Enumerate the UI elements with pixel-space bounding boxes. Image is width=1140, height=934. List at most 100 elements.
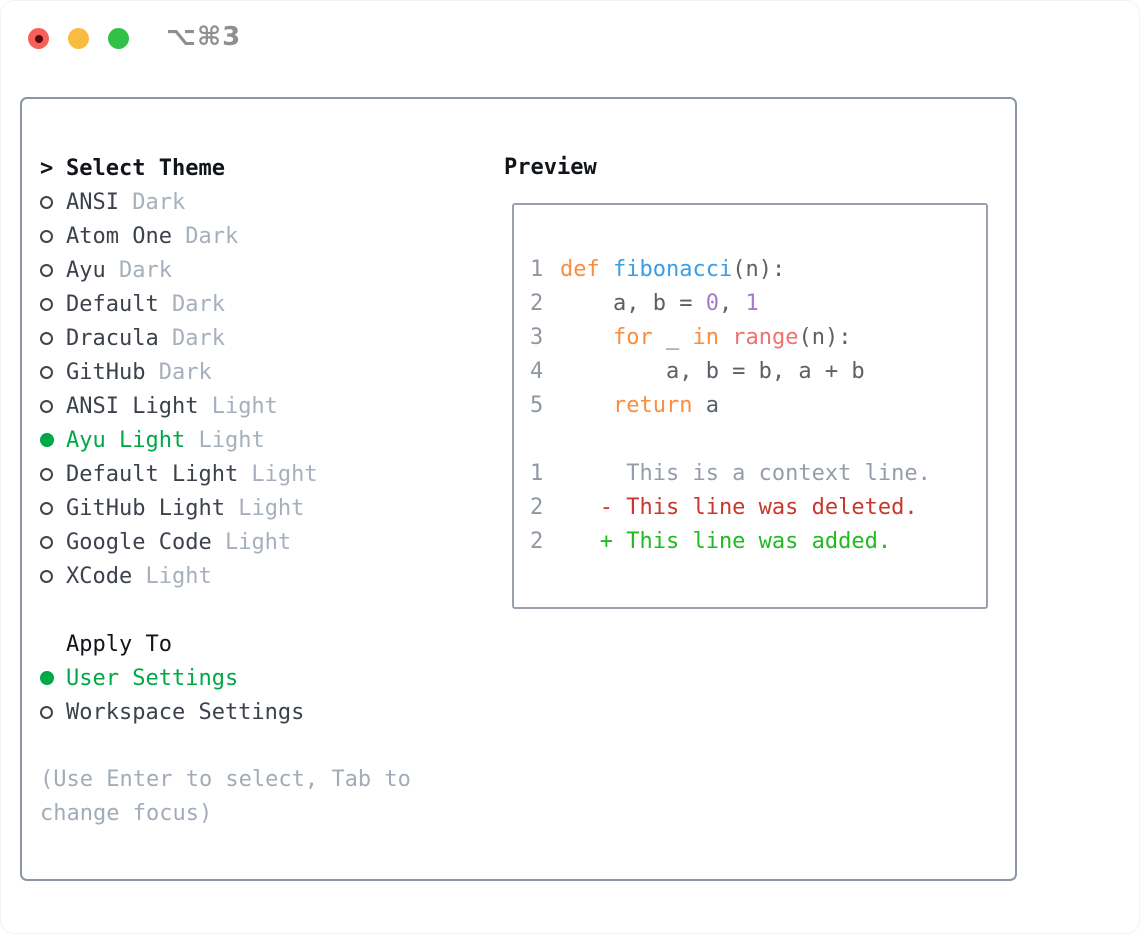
- theme-option-variant: Light: [185, 427, 265, 453]
- radio-icon: [40, 263, 66, 277]
- spacer-row: [40, 593, 490, 627]
- radio-selected-icon: [40, 433, 66, 447]
- theme-option-variant: Dark: [118, 189, 186, 215]
- titlebar: ⌥⌘3: [0, 0, 1140, 70]
- code-segment: a, b =: [560, 291, 706, 316]
- theme-option-name: Default: [66, 291, 159, 317]
- theme-option-ayu[interactable]: Ayu Dark: [40, 253, 490, 287]
- theme-option-ansi-light[interactable]: ANSI Light Light: [40, 389, 490, 423]
- theme-option-name: Ayu Light: [66, 427, 186, 453]
- radio-icon: [40, 399, 66, 413]
- preview-diff-added: 2 + This line was added.: [530, 525, 986, 559]
- preview-line-number: 5: [530, 393, 544, 418]
- theme-option-default-light[interactable]: Default Light Light: [40, 457, 490, 491]
- theme-option-variant: Dark: [158, 291, 225, 317]
- preview-code: 4 a, b = b, a + b: [530, 355, 986, 389]
- code-segment: def: [560, 257, 613, 282]
- preview-code: 3 for _ in range(n):: [530, 321, 986, 355]
- zoom-button[interactable]: [108, 28, 129, 49]
- radio-icon: [40, 535, 66, 549]
- theme-option-variant: Light: [132, 563, 212, 589]
- theme-option-default[interactable]: Default Dark: [40, 287, 490, 321]
- theme-option-variant: Dark: [145, 359, 212, 385]
- preview-line-number: 2: [530, 495, 544, 520]
- theme-option-variant: Dark: [171, 223, 239, 249]
- window-title: ⌥⌘3: [166, 22, 242, 52]
- preview-line-number: 3: [530, 325, 544, 350]
- code-segment: 1: [745, 291, 759, 316]
- apply-to-header: Apply To: [40, 627, 490, 661]
- preview-code: 2 a, b = 0, 1: [530, 287, 986, 321]
- theme-option-variant: Light: [198, 393, 278, 419]
- radio-icon: [40, 705, 66, 719]
- apply-to-title: Apply To: [66, 631, 172, 657]
- radio-selected-icon: [40, 671, 66, 685]
- preview-diff-context: 1 This is a context line.: [530, 457, 986, 491]
- apply-option-label: Workspace Settings: [66, 699, 305, 725]
- theme-option-github-light[interactable]: GitHub Light Light: [40, 491, 490, 525]
- theme-option-variant: Light: [238, 461, 318, 487]
- theme-option-name: ANSI: [66, 189, 119, 215]
- preview-line-number: 4: [530, 359, 544, 384]
- preview-line-number: 1: [530, 461, 544, 486]
- theme-option-name: Dracula: [66, 325, 159, 351]
- theme-option-name: Google Code: [66, 529, 212, 555]
- preview-diff-deleted: 2 - This line was deleted.: [530, 491, 986, 525]
- theme-option-google-code[interactable]: Google Code Light: [40, 525, 490, 559]
- radio-icon: [40, 297, 66, 311]
- code-segment: ,: [718, 291, 746, 316]
- theme-option-ayu-light[interactable]: Ayu Light Light: [40, 423, 490, 457]
- preview-line-number: [530, 423, 560, 457]
- radio-icon: [40, 229, 66, 243]
- radio-icon: [40, 569, 66, 583]
- code-segment: a: [692, 393, 719, 418]
- code-segment: for: [612, 325, 653, 350]
- theme-option-variant: Light: [211, 529, 292, 555]
- theme-option-xcode[interactable]: XCode Light: [40, 559, 490, 593]
- radio-icon: [40, 331, 66, 345]
- preview-line-number: 1: [530, 257, 544, 282]
- preview-code: 1 def fibonacci(n):: [530, 253, 986, 287]
- help-text-line-2: change focus): [40, 801, 213, 826]
- theme-list-title: Select Theme: [66, 155, 225, 181]
- apply-option-user-settings[interactable]: User Settings: [40, 661, 490, 695]
- theme-option-github[interactable]: GitHub Dark: [40, 355, 490, 389]
- spacer-row: [40, 729, 490, 763]
- theme-option-atom-one[interactable]: Atom One Dark: [40, 219, 490, 253]
- minimize-button[interactable]: [68, 28, 89, 49]
- theme-option-ansi[interactable]: ANSI Dark: [40, 185, 490, 219]
- code-segment: fibonacci: [612, 257, 733, 282]
- code-segment: - This line was deleted.: [560, 495, 918, 520]
- preview-blank: [530, 423, 986, 457]
- prompt-caret-icon: >: [40, 155, 54, 181]
- preview-code: 5 return a: [530, 389, 986, 423]
- radio-icon: [40, 365, 66, 379]
- code-segment: (n):: [798, 325, 852, 350]
- apply-option-workspace-settings[interactable]: Workspace Settings: [40, 695, 490, 729]
- code-segment: _: [652, 325, 693, 350]
- code-segment: return: [612, 393, 693, 418]
- code-segment: (n):: [732, 257, 786, 282]
- help-text-line-1: (Use Enter to select, Tab to: [40, 767, 411, 792]
- radio-icon: [40, 195, 66, 209]
- code-segment: This is a context line.: [560, 461, 931, 486]
- theme-option-name: Atom One: [66, 223, 172, 249]
- code-segment: a, b = b, a + b: [560, 359, 865, 384]
- theme-option-name: Ayu: [66, 257, 106, 283]
- theme-option-dracula[interactable]: Dracula Dark: [40, 321, 490, 355]
- close-button[interactable]: [28, 28, 49, 49]
- theme-option-name: ANSI Light: [66, 393, 199, 419]
- radio-icon: [40, 467, 66, 481]
- close-dot-icon: [34, 34, 43, 43]
- theme-option-variant: Light: [224, 495, 305, 521]
- theme-option-name: GitHub Light: [66, 495, 225, 521]
- preview-title: Preview: [504, 155, 597, 180]
- theme-option-variant: Dark: [158, 325, 225, 351]
- code-segment: range: [732, 325, 799, 350]
- radio-icon: [40, 501, 66, 515]
- code-segment: in: [692, 325, 719, 350]
- theme-option-name: XCode: [66, 563, 133, 589]
- code-segment: [560, 389, 613, 423]
